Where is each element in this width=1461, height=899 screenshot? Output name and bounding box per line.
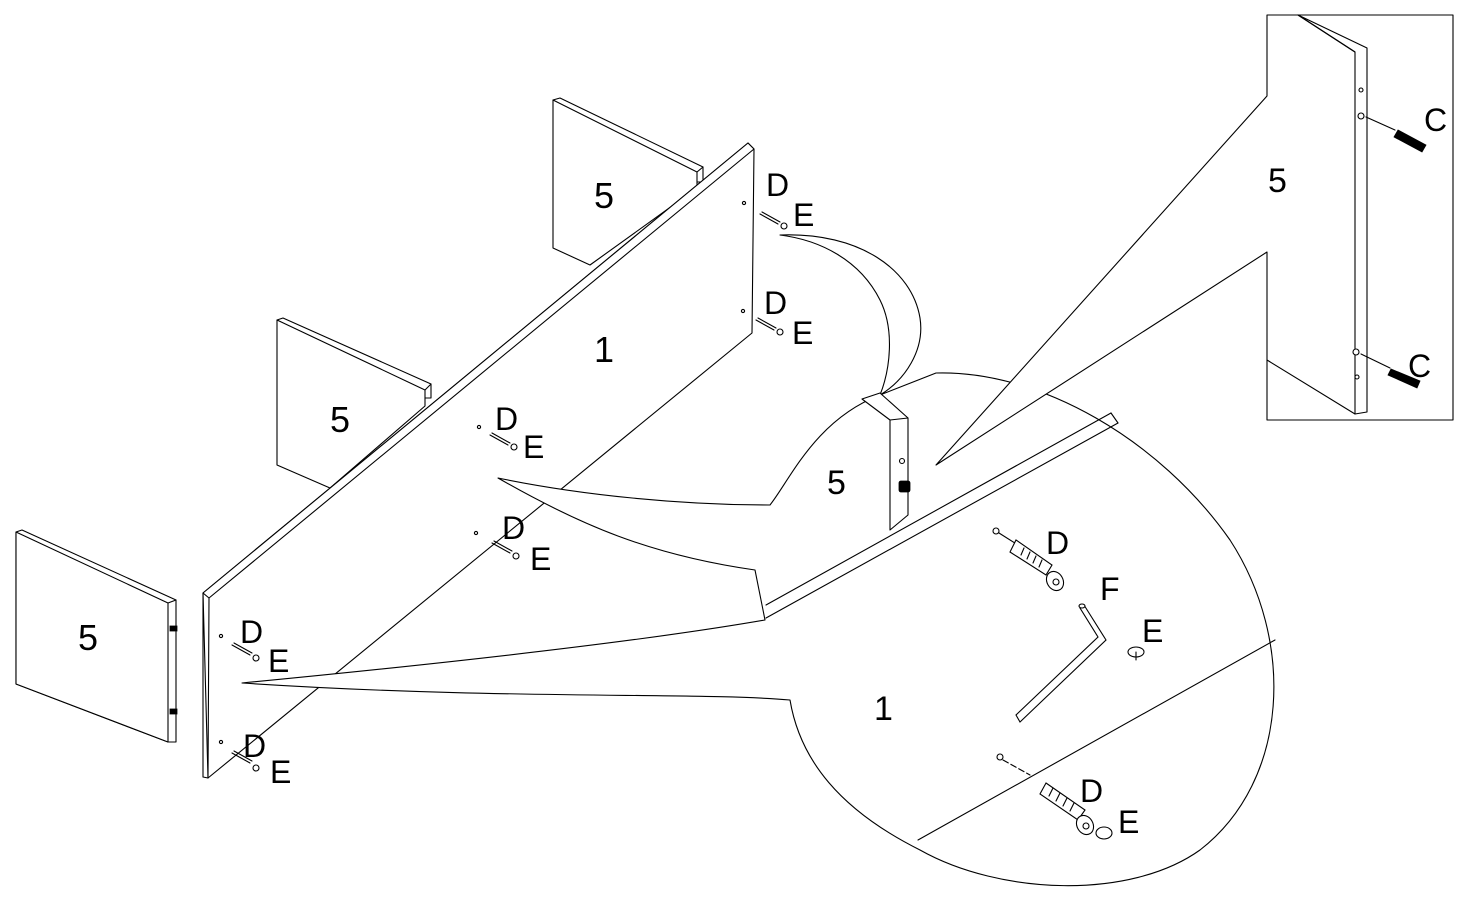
- part-label-e: E: [268, 643, 289, 679]
- dowel-icon: [169, 708, 178, 715]
- hole: [898, 457, 906, 465]
- allen-key-icon: [1015, 603, 1107, 723]
- hole: [741, 200, 747, 206]
- part-label-d: D: [766, 167, 789, 203]
- hole: [476, 424, 482, 430]
- shelf-label: 5: [827, 464, 846, 502]
- part-label-d: D: [764, 285, 787, 321]
- dowel-icon: [898, 480, 911, 493]
- hole: [218, 739, 224, 745]
- part-label-d: D: [1046, 525, 1069, 561]
- main-panel-1: 1: [202, 142, 755, 779]
- part-label-e: E: [1142, 613, 1163, 649]
- cam-lock-icon: [252, 654, 260, 662]
- panel-label: 1: [874, 690, 893, 728]
- cam-lock-icon: [780, 222, 788, 230]
- shelf-label: 5: [78, 617, 98, 658]
- part-label-e: E: [523, 429, 544, 465]
- bolt-group: D E: [231, 728, 291, 790]
- cam-lock-icon: [1127, 646, 1145, 661]
- part-label-e: E: [270, 754, 291, 790]
- shelf-label: 5: [594, 175, 614, 216]
- hole: [740, 308, 746, 314]
- part-label-c: C: [1424, 102, 1447, 138]
- detail-inset-box: C C 5: [935, 14, 1454, 466]
- part-label-e: E: [792, 315, 813, 351]
- cam-lock-icon: [252, 764, 260, 772]
- bolt-group: D E: [489, 401, 544, 465]
- shelf-label: 5: [1268, 162, 1287, 200]
- part-label-d: D: [243, 728, 266, 764]
- part-label-d: D: [502, 510, 525, 546]
- dowel-icon: [1365, 116, 1427, 153]
- cam-bolt-icon: [996, 753, 1113, 840]
- dowel-icon: [1360, 353, 1421, 389]
- part-label-d: D: [495, 401, 518, 437]
- hole: [1357, 112, 1365, 120]
- part-label-e: E: [1118, 804, 1139, 840]
- cam-lock-icon: [512, 552, 520, 560]
- bolt-group: D E: [759, 167, 814, 233]
- bolt-group: D E: [231, 614, 289, 679]
- bolt-group: D E: [491, 510, 551, 577]
- panel-label: 1: [594, 329, 614, 370]
- cam-bolt-icon: [992, 527, 1065, 592]
- part-label-e: E: [793, 197, 814, 233]
- part-label-d: D: [1080, 773, 1103, 809]
- hole: [1354, 374, 1360, 380]
- dowel-icon: [169, 625, 178, 632]
- part-label-f: F: [1100, 571, 1120, 607]
- cam-lock-icon: [776, 328, 784, 336]
- bolt-group: D E: [755, 285, 813, 351]
- shelf-label: 5: [330, 399, 350, 440]
- hole: [1358, 87, 1364, 93]
- cam-lock-icon: [510, 443, 518, 451]
- part-label-d: D: [240, 614, 263, 650]
- hole: [218, 633, 224, 639]
- shelf-panel-middle-back: 5: [276, 317, 432, 489]
- shelf-panel-front: 5: [15, 529, 178, 743]
- part-label-e: E: [530, 541, 551, 577]
- hole: [473, 530, 479, 536]
- hole: [1352, 348, 1360, 356]
- shelf-panel-top-back: 5: [552, 97, 704, 266]
- part-label-c: C: [1408, 348, 1431, 384]
